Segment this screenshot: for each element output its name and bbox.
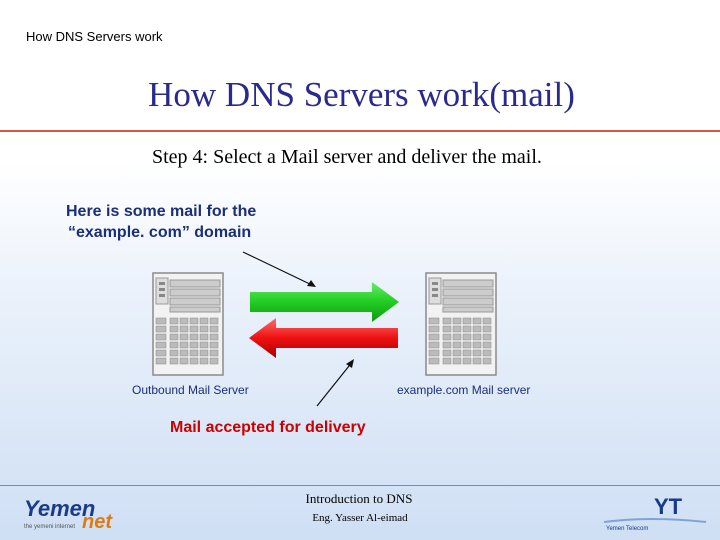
title-divider [0,130,720,132]
slide-title-text: How DNS Servers work(mail) [148,75,575,114]
footer-course-title-text: Introduction to DNS [305,491,413,506]
header-label: How DNS Servers work [26,29,163,44]
forward-arrow [250,282,399,322]
yemen-telecom-logo: YT Yemen Telecom [603,494,707,532]
footer-divider [0,485,720,486]
callout-incoming-line-2: “example. com” domain [68,224,252,241]
example-server-caption: example.com Mail server [397,383,531,397]
yemennet-logo: Yemen net the yemeni internet [24,496,113,533]
callout-pointer-top [242,251,315,287]
callout-incoming-line-1: Here is some mail for the [66,203,257,220]
outbound-mail-server-icon [152,272,224,376]
step-subtitle: Step 4: Select a Mail server and deliver… [152,146,542,168]
callout-mail-accepted: Mail accepted for delivery [170,419,366,436]
example-com-mail-server-icon [425,272,497,376]
yemen-telecom-logo-swoosh [603,518,707,523]
return-arrow [249,318,398,358]
slide-title: How DNS Servers work(mail) [0,75,720,115]
yemen-telecom-logo-mark: YT [654,494,683,519]
footer-course-title: Introduction to DNS [0,491,720,507]
callout-pointer-bottom-head [346,359,354,368]
yemen-telecom-logo-caption: Yemen Telecom [606,526,648,532]
footer-author: Eng. Yasser Al-eimad [312,512,408,524]
callout-incoming-mail: Here is some mail for the “example. com”… [66,201,256,243]
callout-pointer-top-head [307,280,316,287]
yemennet-logo-primary: Yemen [24,496,95,521]
callout-pointer-bottom [316,360,354,407]
yemennet-logo-tagline: the yemeni internet [24,524,75,530]
outbound-server-caption: Outbound Mail Server [132,383,249,397]
yemennet-logo-secondary: net [82,511,113,533]
